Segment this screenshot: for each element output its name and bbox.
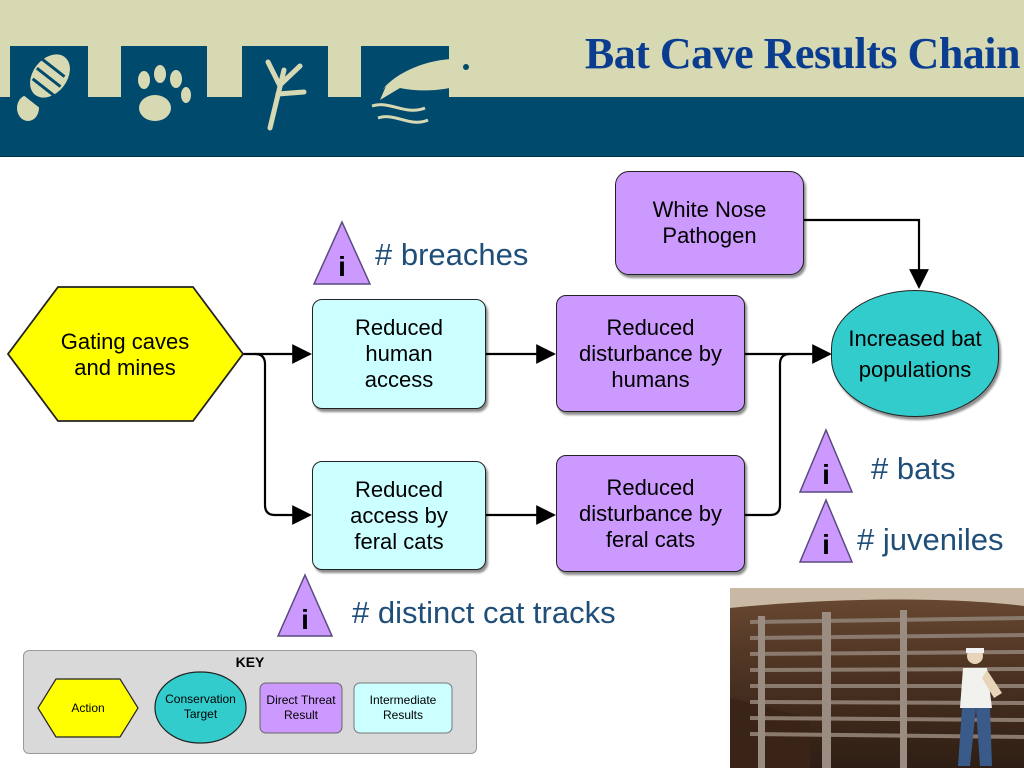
intermediate-result-reduced-human-access: Reduced human access: [312, 299, 486, 409]
legend-target-shape: [154, 671, 247, 744]
action-hexagon: [6, 286, 245, 422]
legend-action-hexagon: [37, 678, 139, 738]
indicator-label-cat-tracks: # distinct cat tracks: [352, 595, 616, 630]
threat-result-reduced-human-disturbance: Reduced disturbance by humans: [556, 295, 745, 412]
indicator-juveniles: i: [798, 497, 854, 563]
legend-key: KEY Action Conservation Target Direct Th…: [23, 650, 477, 754]
header-banner: [0, 0, 1024, 157]
indicator-bats-triangle: [798, 428, 854, 493]
threat-white-nose-pathogen: White Nose Pathogen: [615, 171, 804, 275]
legend-shapes: [37, 671, 453, 744]
indicator-bats: i: [798, 427, 854, 493]
legend-target-label: Conservation Target: [165, 692, 236, 721]
bird-track-icon: [265, 59, 307, 131]
conservation-target-bat-populations: Increased bat populations: [831, 290, 999, 417]
arrow-action-to-cat-access: [254, 352, 312, 525]
paw-print-icon: [138, 65, 191, 121]
indicator-label-breaches: # breaches: [375, 237, 529, 272]
page-title: Bat Cave Results Chain: [584, 29, 1021, 78]
indicator-juveniles-triangle: [798, 498, 854, 563]
indicator-breaches: i: [314, 219, 370, 285]
legend-threat-shape: [259, 682, 343, 734]
threat-result-reduced-cat-disturbance: Reduced disturbance by feral cats: [556, 455, 745, 572]
intermediate-result-reduced-cat-access: Reduced access by feral cats: [312, 461, 486, 570]
legend-action-label: Action: [71, 700, 105, 715]
arrow-cat-disturbance-to-target: [745, 352, 791, 517]
info-icon: i: [822, 529, 830, 560]
legend-title: KEY: [235, 654, 265, 670]
info-icon: i: [301, 604, 309, 635]
indicator-label-bats: # bats: [871, 451, 956, 486]
indicator-cat-tracks: i: [277, 572, 333, 638]
legend-intermediate-label: Intermediate Results: [369, 693, 437, 722]
indicator-label-juveniles: # juveniles: [857, 522, 1004, 557]
action-label: Gating caves and mines: [60, 329, 190, 380]
info-icon: i: [338, 251, 346, 282]
indicator-cat-tracks-triangle: [276, 573, 334, 637]
fish-icon: [371, 58, 481, 124]
legend-intermediate-shape: [353, 682, 453, 734]
legend-threat-label: Direct Threat Result: [266, 693, 336, 722]
boot-print-icon: [17, 54, 70, 121]
arrow-pathogen-to-target: [804, 218, 929, 289]
cave-gate-photo: [730, 588, 1024, 768]
person-figure: [958, 648, 1002, 766]
info-icon: i: [822, 459, 830, 490]
indicator-breaches-triangle: [312, 220, 372, 285]
